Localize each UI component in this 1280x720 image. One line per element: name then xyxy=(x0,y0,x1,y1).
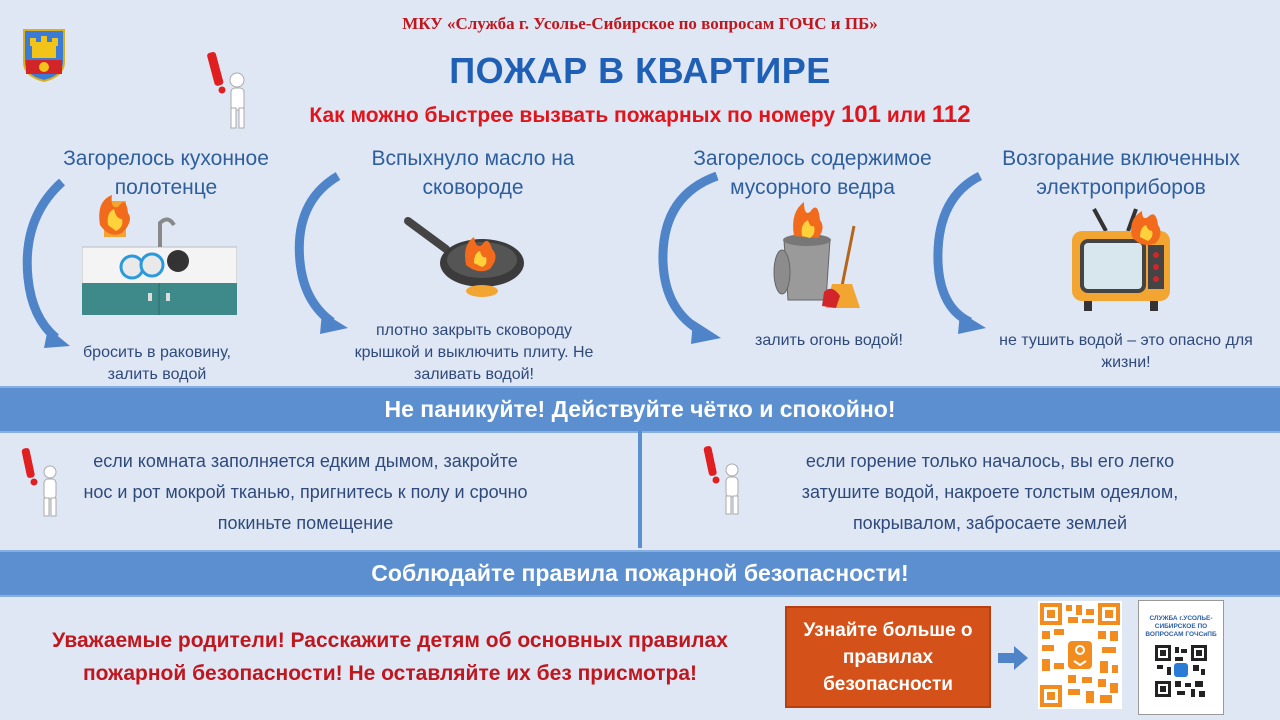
scenario-electronics-action: не тушить водой – это опасно для жизни! xyxy=(999,332,1253,371)
emergency-number-112: 112 xyxy=(931,101,971,128)
learn-more-text: Узнайте больше о правилах безопасности xyxy=(803,619,973,695)
curved-arrow-icon xyxy=(22,178,72,353)
vk-qr-code[interactable]: СЛУЖБА г.УСОЛЬЕ-СИБИРСКОЕ ПО ВОПРОСАМ ГО… xyxy=(1138,600,1224,715)
warning-figure-icon xyxy=(205,50,255,130)
call-firefighters-line: Как можно быстрее вызвать пожарных по но… xyxy=(0,101,1280,129)
or-text: или xyxy=(886,104,927,127)
ok-qr-code[interactable] xyxy=(1038,601,1122,709)
emergency-number-101: 101 xyxy=(840,101,881,128)
warning-figure-icon xyxy=(20,446,66,518)
frying-pan-fire-icon xyxy=(402,215,527,300)
trash-bin-fire-icon xyxy=(770,196,865,311)
curved-arrow-icon xyxy=(292,172,352,347)
follow-rules-banner: Соблюдайте правила пожарной безопасности… xyxy=(0,550,1280,597)
call-text: Как можно быстрее вызвать пожарных по но… xyxy=(309,104,836,127)
scenario-trash-bin-title: Загорелось содержимое мусорного ведра xyxy=(693,147,932,199)
tips-divider xyxy=(638,430,642,548)
dont-panic-banner: Не паникуйте! Действуйте чётко и спокойн… xyxy=(0,386,1280,433)
smoke-tip: если комната заполняется едким дымом, за… xyxy=(83,451,528,533)
scenario-oil-pan-title: Вспыхнуло масло на сковороде xyxy=(371,147,575,199)
organization-name: МКУ «Служба г. Усолье-Сибирское по вопро… xyxy=(402,14,878,33)
tv-fire-icon xyxy=(1070,205,1175,315)
kitchen-sink-fire-icon xyxy=(81,195,238,315)
scenario-trash-bin-action: залить огонь водой! xyxy=(755,332,903,349)
scenario-oil-pan-action: плотно закрыть сковороду крышкой и выклю… xyxy=(354,322,594,383)
scenario-electronics-title: Возгорание включенных электроприборов xyxy=(1002,147,1240,199)
page-title: ПОЖАР В КВАРТИРЕ xyxy=(449,50,831,91)
learn-more-box[interactable]: Узнайте больше о правилах безопасности xyxy=(785,606,991,708)
curved-arrow-icon xyxy=(655,171,725,352)
coat-of-arms-logo xyxy=(22,28,66,83)
curved-arrow-icon xyxy=(930,171,990,347)
parents-appeal: Уважаемые родители! Расскажите детям об … xyxy=(52,629,728,685)
warning-figure-icon xyxy=(702,444,748,516)
scenario-kitchen-towel-title: Загорелось кухонное полотенце xyxy=(63,147,269,199)
arrow-right-icon xyxy=(998,646,1028,670)
scenario-kitchen-towel-action: бросить в раковину, залить водой xyxy=(83,344,231,383)
early-fire-tip: если горение только началось, вы его лег… xyxy=(801,451,1179,533)
vk-qr-caption: СЛУЖБА г.УСОЛЬЕ-СИБИРСКОЕ ПО ВОПРОСАМ ГО… xyxy=(1145,615,1217,638)
